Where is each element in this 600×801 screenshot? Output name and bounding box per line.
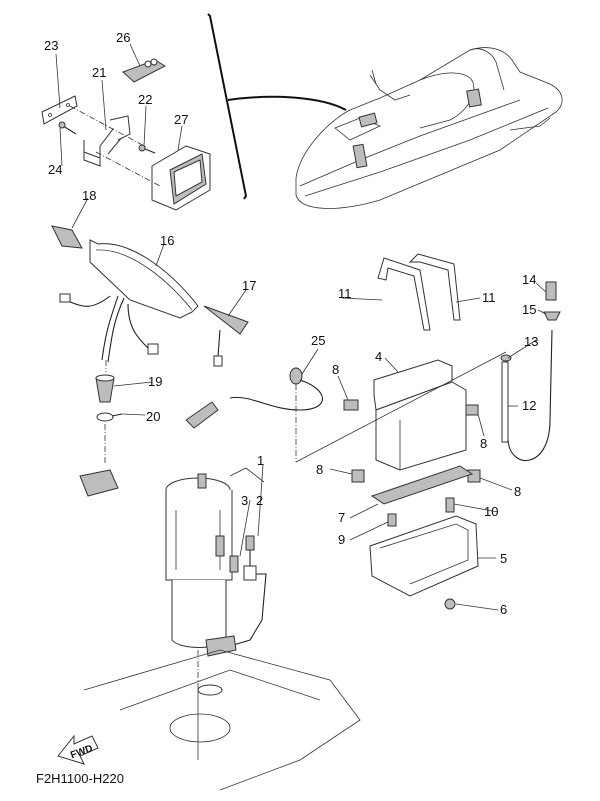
- part-connector-block: [79, 469, 119, 497]
- callout-8c: 8: [316, 462, 323, 477]
- part-pad-8a: [343, 399, 359, 411]
- callout-8d: 8: [514, 484, 521, 499]
- part-fuel-pump-1: [165, 473, 233, 648]
- callout-9: 9: [338, 532, 345, 547]
- callout-2: 2: [256, 493, 263, 508]
- fwd-direction-arrow: FWD: [57, 734, 99, 765]
- callout-15: 15: [522, 302, 536, 317]
- callout-12: 12: [522, 398, 536, 413]
- part-meter-16: [59, 239, 199, 363]
- callout-20: 20: [146, 409, 160, 424]
- part-remote-26: [122, 58, 167, 83]
- part-bolt-9: [387, 513, 397, 527]
- part-hull-deck: [83, 649, 361, 791]
- callout-11: 11: [338, 286, 352, 301]
- part-grommet-19: [95, 374, 115, 403]
- part-vent-hose: [500, 281, 561, 461]
- part-battery-4: [373, 359, 467, 471]
- callout-22: 22: [138, 92, 152, 107]
- part-sensor-25: [185, 367, 324, 429]
- part-connector-2: [205, 535, 267, 657]
- part-switch-17: [203, 305, 249, 367]
- part-strap-11: [377, 253, 461, 331]
- part-pad-8d: [467, 469, 481, 483]
- callout-23: 23: [44, 38, 58, 53]
- part-bolt-10: [445, 497, 455, 513]
- part-mat-7: [370, 465, 474, 505]
- callout-8b: 8: [480, 436, 487, 451]
- leader-lines: [55, 43, 547, 611]
- callout-26: 26: [116, 30, 130, 45]
- part-pad-8c: [351, 469, 365, 483]
- part-module-27: [151, 145, 211, 211]
- callout-11b: 11: [482, 290, 496, 305]
- callout-14: 14: [522, 272, 536, 287]
- callout-6: 6: [500, 602, 507, 617]
- callout-8: 8: [332, 362, 339, 377]
- callout-13: 13: [524, 334, 538, 349]
- callout-21: 21: [92, 65, 106, 80]
- callout-7: 7: [338, 510, 345, 525]
- divider-bracket: [207, 13, 347, 200]
- callout-3: 3: [241, 493, 248, 508]
- part-nut-6: [444, 598, 456, 610]
- callout-4: 4: [375, 349, 382, 364]
- part-bracket-plate-23: [41, 95, 78, 125]
- part-screw-22: [138, 144, 156, 154]
- callout-19: 19: [148, 374, 162, 389]
- part-clamp-20: [96, 412, 123, 422]
- part-screw-24: [58, 121, 77, 135]
- part-pad-8b: [465, 404, 479, 416]
- callout-1: 1: [257, 453, 264, 468]
- callout-5: 5: [500, 551, 507, 566]
- callout-17: 17: [242, 278, 256, 293]
- callout-16: 16: [160, 233, 174, 248]
- callout-10: 10: [484, 504, 498, 519]
- part-tray-5: [369, 515, 479, 597]
- watercraft-overview: [295, 47, 563, 209]
- callout-18: 18: [82, 188, 96, 203]
- callout-25: 25: [311, 333, 325, 348]
- reference-code: F2H1100-H220: [36, 771, 124, 786]
- callout-24: 24: [48, 162, 62, 177]
- part-bracket-21: [83, 115, 131, 167]
- part-cover-18: [51, 225, 83, 249]
- callout-27: 27: [174, 112, 188, 127]
- part-gasket-3: [229, 555, 239, 573]
